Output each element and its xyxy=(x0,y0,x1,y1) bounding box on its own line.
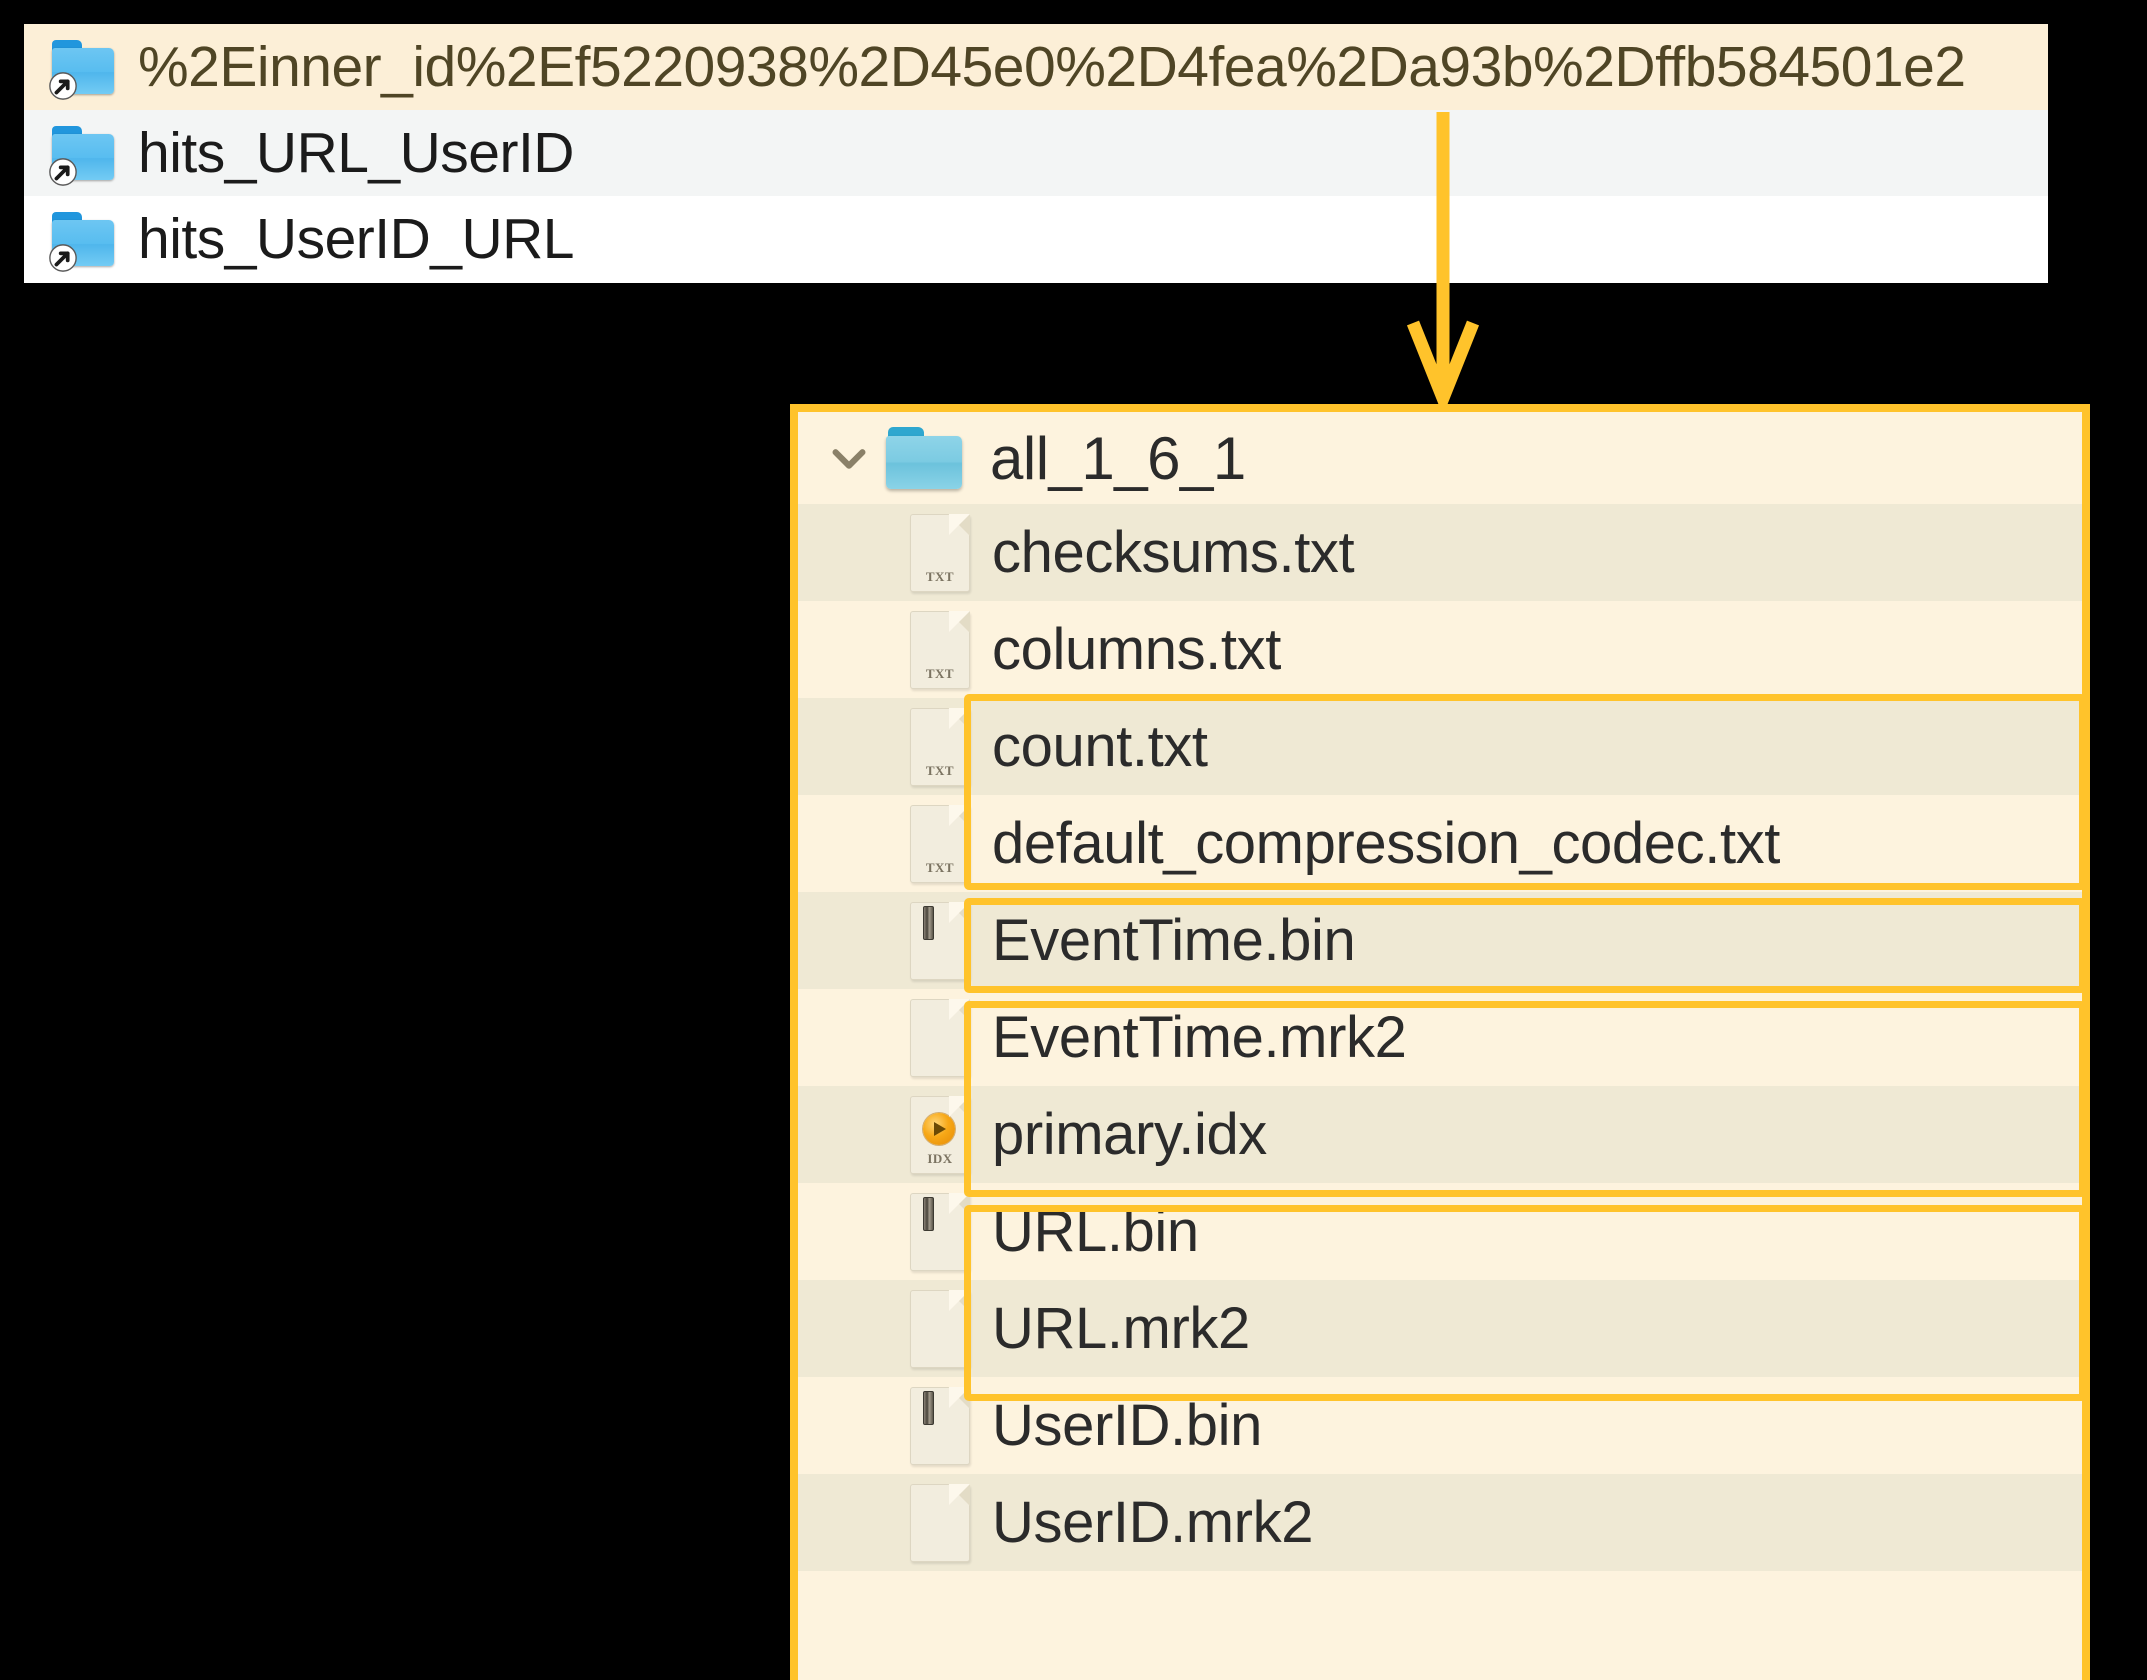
symlink-arrow-icon xyxy=(49,244,77,272)
idx-file-icon: IDX xyxy=(910,1095,970,1174)
list-item[interactable]: EventTime.bin xyxy=(798,892,2082,989)
file-name-label: UserID.mrk2 xyxy=(992,1490,1314,1555)
txt-file-icon: TXT xyxy=(910,707,970,786)
txt-file-icon: TXT xyxy=(910,610,970,689)
file-name-label: EventTime.mrk2 xyxy=(992,1005,1407,1070)
blank-file-icon xyxy=(910,1289,970,1368)
folder-symlink-icon xyxy=(49,212,116,272)
file-name-label: count.txt xyxy=(992,714,1208,779)
folder-icon xyxy=(886,427,964,489)
file-name-label: columns.txt xyxy=(992,617,1281,682)
txt-file-icon-tag: TXT xyxy=(925,568,955,584)
chevron-down-icon[interactable] xyxy=(826,435,872,481)
list-item[interactable]: URL.mrk2 xyxy=(798,1280,2082,1377)
list-item-label: %2Einner_id%2Ef5220938%2D45e0%2D4fea%2Da… xyxy=(138,35,1966,99)
list-item[interactable]: TXT count.txt xyxy=(798,698,2082,795)
list-item[interactable]: hits_URL_UserID xyxy=(24,110,2048,196)
binary-file-icon xyxy=(910,1192,970,1271)
list-item[interactable]: %2Einner_id%2Ef5220938%2D45e0%2D4fea%2Da… xyxy=(24,24,2048,110)
idx-file-icon-tag: IDX xyxy=(927,1150,953,1166)
list-item[interactable]: UserID.bin xyxy=(798,1377,2082,1474)
txt-file-icon-tag: TXT xyxy=(925,665,955,681)
list-item[interactable]: TXT default_compression_codec.txt xyxy=(798,795,2082,892)
folder-name-label: all_1_6_1 xyxy=(990,424,1246,492)
txt-file-icon-tag: TXT xyxy=(925,859,955,875)
file-name-label: UserID.bin xyxy=(992,1393,1262,1458)
binary-file-icon xyxy=(910,901,970,980)
list-item[interactable]: UserID.mrk2 xyxy=(798,1474,2082,1571)
list-item-label: hits_UserID_URL xyxy=(138,207,574,271)
txt-file-icon: TXT xyxy=(910,804,970,883)
symlink-arrow-icon xyxy=(49,72,77,100)
part-folder-detail: all_1_6_1 TXT checksums.txt TXT columns.… xyxy=(790,404,2090,1680)
list-item[interactable]: TXT columns.txt xyxy=(798,601,2082,698)
file-name-label: URL.bin xyxy=(992,1199,1199,1264)
file-name-label: checksums.txt xyxy=(992,520,1355,585)
blank-file-icon xyxy=(910,1483,970,1562)
list-item[interactable]: hits_UserID_URL xyxy=(24,196,2048,282)
list-item-label: hits_URL_UserID xyxy=(138,121,574,185)
symlink-arrow-icon xyxy=(49,158,77,186)
file-name-label: primary.idx xyxy=(992,1102,1267,1167)
txt-file-icon-tag: TXT xyxy=(925,762,955,778)
folder-symlink-icon xyxy=(49,40,116,100)
symlink-folder-list: %2Einner_id%2Ef5220938%2D45e0%2D4fea%2Da… xyxy=(24,24,2048,283)
list-item[interactable]: URL.bin xyxy=(798,1183,2082,1280)
file-name-label: URL.mrk2 xyxy=(992,1296,1250,1361)
folder-symlink-icon xyxy=(49,126,116,186)
file-name-label: EventTime.bin xyxy=(992,908,1356,973)
list-item[interactable]: IDX primary.idx xyxy=(798,1086,2082,1183)
blank-file-icon xyxy=(910,998,970,1077)
folder-header-row[interactable]: all_1_6_1 xyxy=(798,412,2082,504)
list-item[interactable]: EventTime.mrk2 xyxy=(798,989,2082,1086)
txt-file-icon: TXT xyxy=(910,513,970,592)
file-name-label: default_compression_codec.txt xyxy=(992,811,1780,876)
list-item[interactable]: TXT checksums.txt xyxy=(798,504,2082,601)
binary-file-icon xyxy=(910,1386,970,1465)
